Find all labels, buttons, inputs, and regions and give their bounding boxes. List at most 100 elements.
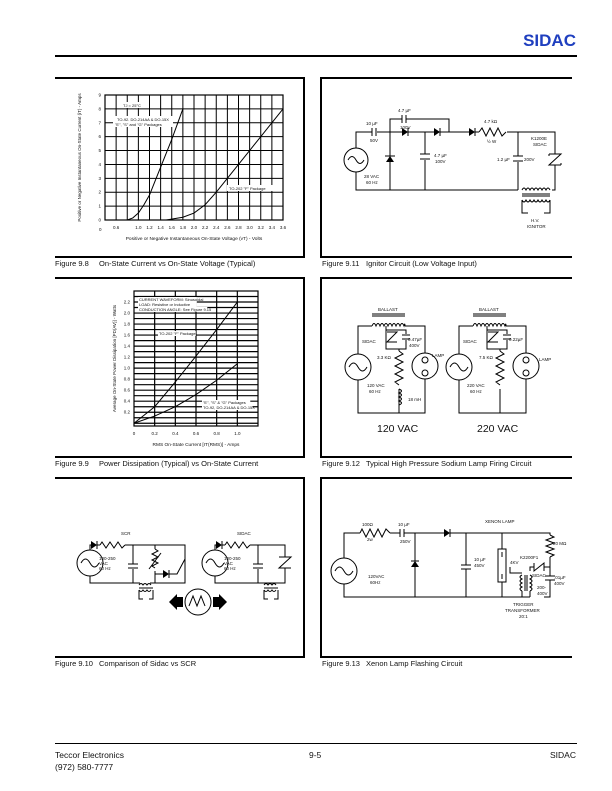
schematic-label: SCR [121, 531, 131, 536]
figure-title: Ignitor Circuit (Low Voltage Input) [366, 259, 477, 268]
label-bg [115, 116, 175, 122]
schematic-label: 120 VAC [367, 383, 385, 388]
x-tick-label: 1.4 [157, 225, 164, 230]
ballast-coil-icon [371, 323, 406, 328]
footer-section: SIDAC [550, 750, 576, 760]
chart-annotation: CURRENT WAVEFORM: Sinusoidal [139, 297, 203, 302]
schematic-label: 0.47µF [408, 337, 422, 342]
schematic-wire [407, 128, 476, 136]
schematic-label: 60 Hz [99, 566, 112, 571]
trigger-transformer-icon [519, 574, 533, 592]
schematic-label: 100Ω [362, 522, 374, 527]
waveform-icon [184, 588, 212, 616]
schematic-wire [421, 369, 429, 377]
schematic-label: VAC [224, 561, 234, 566]
schematic-label: 60Hz [370, 580, 381, 585]
schematic-label: 20:1 [519, 614, 528, 619]
schematic-label: K1200E [531, 136, 547, 141]
chart-annotation: TJ = 25°C [123, 103, 141, 108]
schematic-label: 4.7 kΩ [484, 119, 498, 124]
figure-number: Figure 9.13 [322, 659, 360, 668]
schematic-label: 4KV [510, 560, 519, 565]
schematic-label: H.V. [531, 218, 539, 223]
x-tick-label: 1.6 [169, 225, 176, 230]
figure-title: Xenon Lamp Flashing Circuit [366, 659, 463, 668]
schematic-label: 200V [524, 157, 535, 162]
schematic-wire [402, 334, 410, 340]
schematic-label: VAC [99, 561, 109, 566]
x-tick-label: 3.2 [258, 225, 265, 230]
resistor-icon [99, 541, 126, 549]
footer-company: Teccor Electronics [55, 750, 124, 760]
x-tick-label: 0.6 [113, 225, 120, 230]
schematic-wire [163, 570, 169, 578]
potentiometer-icon [148, 548, 162, 570]
schematic-wire [399, 529, 555, 581]
schematic-label: LAMP [432, 353, 444, 358]
schematic-wire [355, 118, 556, 191]
x-axis-label: RMS On-State Current [IT(RMS)] - Amps [153, 442, 240, 448]
section-title: SIDAC [523, 31, 576, 50]
resistor-icon [359, 527, 391, 539]
figure-title: Power Dissipation (Typical) vs On-State … [99, 459, 259, 468]
series-line-0 [133, 301, 238, 424]
schematic-label: 100-250 [99, 556, 116, 561]
schematic-label: BALLAST [479, 307, 499, 312]
x-tick-label: 1.0 [135, 225, 142, 230]
schematic-label: SIDAC [463, 339, 478, 344]
x-axis-label: Positive or Negative Instantaneous On-St… [126, 236, 263, 242]
x-tick-label: 3.0 [246, 225, 253, 230]
schematic-label: IGNITOR [527, 224, 546, 229]
y-tick-label: 1.4 [124, 344, 131, 349]
footer-rule [55, 743, 577, 744]
schematic-label: 1.2 µF [497, 157, 510, 162]
y-tick-label: 1.2 [124, 355, 131, 360]
chart-annotation: "E", "S" and "G" Packages [115, 122, 162, 127]
series-line-1 [166, 108, 284, 221]
sidac-icon [385, 331, 399, 343]
xenon-lamp-icon [497, 548, 507, 583]
diode-icon [386, 156, 394, 162]
x-tick-label: 1.2 [146, 225, 153, 230]
figure-caption: Figure 9.13 Xenon Lamp Flashing Circuit [322, 659, 462, 668]
label-bg [121, 102, 147, 108]
figure-title: Typical High Pressure Sodium Lamp Firing… [366, 459, 532, 468]
schematic-label: 60 Hz [224, 566, 237, 571]
x-tick-label: 3.6 [280, 225, 287, 230]
figure-number: Figure 9.12 [322, 459, 360, 468]
schematic-label: 120 VAC [377, 423, 419, 435]
chart-annotation: LOAD: Resistive or Inductive [139, 302, 191, 307]
chart-annotation: TO-202 "F" Package [159, 331, 196, 336]
y-tick-label: 7 [98, 120, 101, 125]
schematic-label: SIDAC [237, 531, 252, 536]
label-bg [202, 405, 253, 410]
schematic-label: TRANSFORMER [505, 608, 541, 613]
schematic-label: SIDAC [362, 339, 377, 344]
y-tick-label: 1.8 [124, 322, 131, 327]
resistor-icon [544, 534, 556, 558]
resistor-icon [478, 126, 507, 138]
x-tick-label: 3.4 [269, 225, 276, 230]
y-axis-label: Positive or Negative Instantaneous On-St… [77, 93, 82, 222]
schematic-label: 50V [370, 138, 378, 143]
label-bg [158, 331, 196, 336]
schematic-label: 7.5 KΩ [479, 355, 494, 360]
plot-frame [104, 94, 284, 221]
schematic-label: ½ W [487, 138, 497, 144]
figure-number: Figure 9.10 [55, 659, 93, 668]
schematic-label: 220 VAC [477, 423, 519, 435]
schematic-label: 2w [367, 537, 374, 542]
x-tick-label: 1.0 [234, 431, 241, 436]
y-tick-label: 9 [98, 93, 101, 98]
schematic-label: 400V [409, 343, 420, 348]
label-bg [138, 302, 197, 307]
